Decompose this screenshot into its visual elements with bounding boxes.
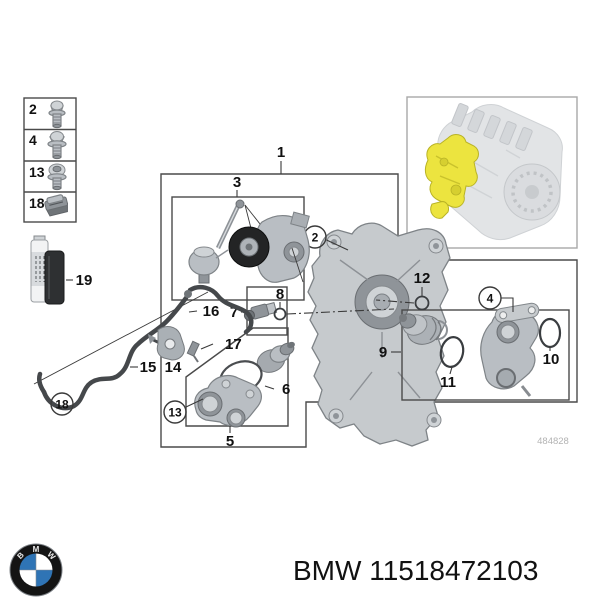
engine-silhouette [437,103,563,241]
engine-location-inset [406,96,578,249]
highlighted-waterpump-area [424,134,479,219]
callout-9: 9 [379,344,387,361]
callout-17: 17 [225,336,242,353]
callout-14: 14 [165,359,182,376]
callout-16: 16 [203,303,220,320]
small-sensor-17 [186,340,200,363]
sensor-oring [273,307,287,321]
circled-callout-2: 2 [312,231,319,245]
callout-11: 11 [440,374,456,391]
legend-num-13: 13 [29,164,45,180]
circled-callout-18: 18 [55,398,69,412]
circled-callout-4-group: 4 [478,286,514,312]
circled-callout-13: 13 [168,406,182,420]
coolant-flange-box: 9 11 10 [379,302,570,401]
figure-number: 484828 [537,436,569,447]
callout-10: 10 [543,351,560,368]
bolt-icon [47,131,67,160]
waterpump-housing-casting: 2 [303,222,451,447]
callout-6: 6 [282,381,290,398]
coolant-elbow-flange [480,302,540,397]
legend-num-18: 18 [29,195,45,211]
callout-1: 1 [277,144,285,161]
main-group-frame: 1 [160,144,578,448]
fastener-legend: 2 4 13 18 [23,97,77,223]
callout-12: 12 [414,270,431,287]
pump-pulley [228,226,270,268]
hose-bracket-valve [148,326,185,361]
legend-num-4: 4 [29,132,37,148]
small-oring-12: 12 [375,270,431,311]
callout-15: 15 [140,359,157,376]
callout-19: 19 [76,272,93,289]
callout-8: 8 [276,286,284,303]
part-number-title: BMW 11518472103 [293,555,538,586]
thermostat-cartridge [399,313,442,345]
coolant-hose-16 [187,284,254,335]
coolant-hose-15 [41,295,189,411]
callout-3: 3 [233,174,241,191]
sensor-box: 7 8 [230,286,395,336]
svg-text:B: B [15,550,26,561]
svg-text:M: M [33,545,40,554]
waterpump-group-box: 3 [171,174,310,301]
flange-oring-small [538,317,562,349]
thermostat-housing [194,375,262,428]
bmw-roundel-icon: B M W [9,543,63,597]
pump-body [255,211,310,283]
vacuum-actuator [188,246,229,284]
bolt-icon [48,100,66,129]
sealant-tube: 19 [30,235,93,305]
clip-nut-icon [44,194,68,217]
thermostat-insert [256,341,295,373]
shoulder-bolt-icon [47,163,67,191]
legend-num-2: 2 [29,101,37,117]
hose-assembly: 16 17 15 14 18 [33,284,254,416]
flange-oring-large [439,336,465,368]
thermostat-housing-box: 5 6 13 [163,327,295,450]
callout-7: 7 [230,304,238,321]
callout-5: 5 [226,433,234,450]
circled-callout-4: 4 [487,292,494,306]
